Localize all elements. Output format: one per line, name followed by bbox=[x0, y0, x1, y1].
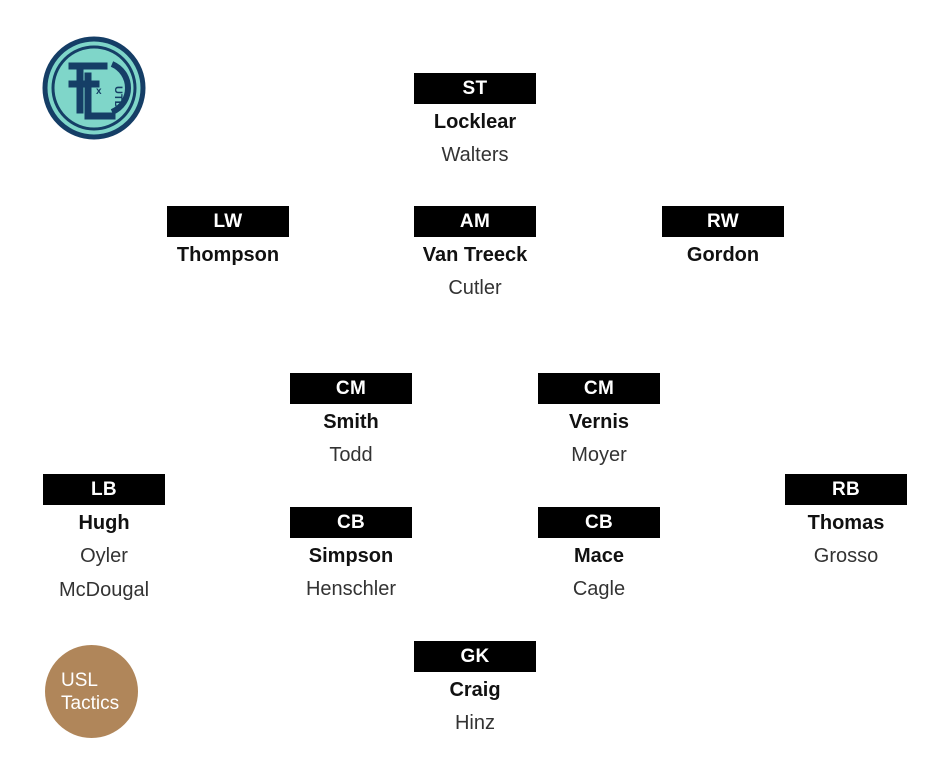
slot-rw: RW Gordon bbox=[662, 206, 784, 271]
backup-name: Todd bbox=[329, 444, 373, 466]
starter-name: Vernis bbox=[568, 411, 630, 433]
position-label: LB bbox=[43, 474, 165, 505]
starter-name: Mace bbox=[573, 545, 625, 567]
badge-line-1: USL bbox=[61, 669, 98, 691]
slot-cm-left: CM Smith Todd bbox=[290, 373, 412, 472]
backup-name: Moyer bbox=[571, 444, 627, 466]
backup-name: Cagle bbox=[572, 578, 626, 600]
slot-lb: LB Hugh Oyler McDougal bbox=[43, 474, 165, 607]
starter-name: Smith bbox=[323, 411, 379, 433]
starter-name: Craig bbox=[449, 679, 501, 701]
starter-name: Thomas bbox=[807, 512, 885, 534]
starter-name: Hugh bbox=[78, 512, 130, 534]
backup-name: Cutler bbox=[448, 277, 502, 299]
backup-name: Henschler bbox=[305, 578, 397, 600]
svg-text:UTD: UTD bbox=[112, 86, 124, 109]
backup-name: Walters bbox=[441, 144, 509, 166]
badge-line-2: Tactics bbox=[61, 692, 120, 714]
slot-st: ST Locklear Walters bbox=[414, 73, 536, 172]
slot-cb-right: CB Mace Cagle bbox=[538, 507, 660, 606]
position-label: ST bbox=[414, 73, 536, 104]
slot-rb: RB Thomas Grosso bbox=[785, 474, 907, 573]
svg-text:x: x bbox=[96, 86, 102, 97]
position-label: CM bbox=[538, 373, 660, 404]
club-logo: UTD x bbox=[42, 36, 146, 140]
usl-tactics-badge: USL Tactics bbox=[45, 645, 138, 738]
starter-name: Simpson bbox=[308, 545, 394, 567]
backup-name: McDougal bbox=[58, 579, 150, 601]
position-label: CB bbox=[538, 507, 660, 538]
slot-cb-left: CB Simpson Henschler bbox=[290, 507, 412, 606]
position-label: CM bbox=[290, 373, 412, 404]
slot-gk: GK Craig Hinz bbox=[414, 641, 536, 740]
position-label: RW bbox=[662, 206, 784, 237]
position-label: RB bbox=[785, 474, 907, 505]
position-label: CB bbox=[290, 507, 412, 538]
slot-am: AM Van Treeck Cutler bbox=[414, 206, 536, 305]
starter-name: Gordon bbox=[686, 244, 760, 266]
slot-lw: LW Thompson bbox=[167, 206, 289, 271]
starter-name: Van Treeck bbox=[422, 244, 528, 266]
backup-name: Hinz bbox=[454, 712, 495, 734]
backup-name: Grosso bbox=[813, 545, 879, 567]
position-label: LW bbox=[167, 206, 289, 237]
position-label: AM bbox=[414, 206, 536, 237]
slot-cm-right: CM Vernis Moyer bbox=[538, 373, 660, 472]
starter-name: Thompson bbox=[176, 244, 280, 266]
starter-name: Locklear bbox=[433, 111, 517, 133]
position-label: GK bbox=[414, 641, 536, 672]
backup-name: Oyler bbox=[80, 545, 128, 567]
